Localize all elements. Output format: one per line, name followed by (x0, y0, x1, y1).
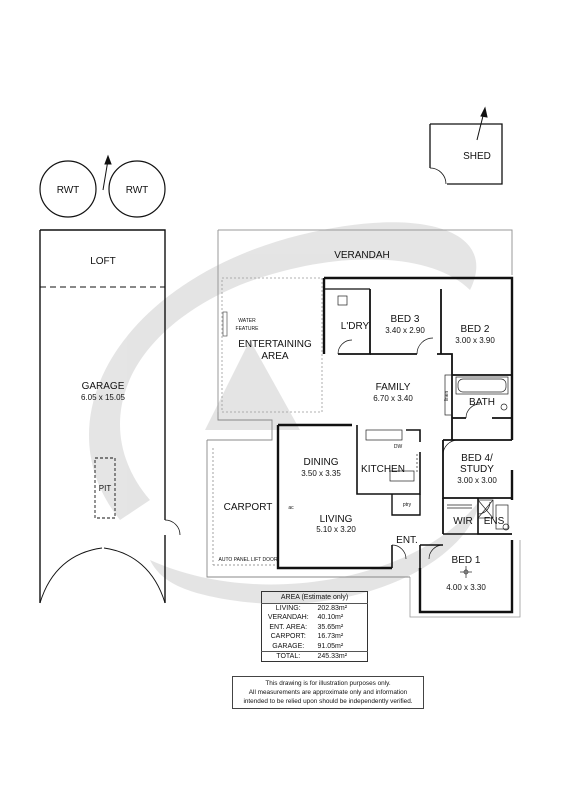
loft-label: LOFT (90, 256, 116, 267)
shed-label: SHED (463, 151, 491, 162)
bed1-dims: 4.00 x 3.30 (446, 583, 486, 592)
water-feature (222, 311, 228, 337)
water-feature-line2: FEATURE (236, 326, 260, 332)
entertaining-label-2: AREA (261, 351, 289, 362)
verandah-label: VERANDAH (334, 250, 390, 261)
auto-panel-label: AUTO PANEL LIFT DOOR (219, 557, 278, 563)
pit-label: PIT (99, 484, 112, 493)
entertaining-area (221, 277, 323, 413)
carport (206, 412, 410, 578)
garage-label: GARAGE (82, 381, 125, 392)
ac-label: ac (288, 505, 294, 511)
table-row: GARAGE:91.05m² (272, 642, 344, 650)
garage-dims: 6.05 x 15.05 (81, 393, 126, 402)
shed (429, 123, 503, 185)
living-label: LIVING (320, 514, 353, 525)
linen-label: linen (444, 391, 450, 402)
disclaimer-line-3: intended to be relied upon should be ind… (243, 698, 413, 705)
family-label: FAMILY (376, 382, 411, 393)
bed4-dims: 3.00 x 3.00 (457, 476, 497, 485)
rwt-left-tank (39, 160, 97, 218)
disclaimer-line-1: This drawing is for illustration purpose… (265, 680, 391, 687)
table-row-total: TOTAL:245.33m² (261, 651, 368, 662)
bed3-label: BED 3 (391, 314, 420, 325)
wir-label: WIR (453, 516, 472, 527)
watermark (88, 222, 480, 604)
dining-label: DINING (304, 457, 339, 468)
bed2-label: BED 2 (461, 324, 490, 335)
ent-label: ENT. (396, 535, 418, 546)
garage (39, 229, 181, 604)
table-row: CARPORT:16.73m² (270, 633, 344, 641)
table-row: VERANDAH:40.10m² (267, 614, 344, 622)
dining-dims: 3.50 x 3.35 (301, 469, 341, 478)
water-feature-line1: WATER (238, 318, 256, 324)
bed4-label-1: BED 4/ (461, 453, 493, 464)
door-swings (337, 337, 491, 560)
north-arrow-icon (476, 106, 488, 141)
entertaining-label-1: ENTERTAINING (238, 339, 312, 350)
living-dims: 5.10 x 3.20 (316, 525, 356, 534)
fixtures (337, 295, 510, 578)
bath-label: BATH (469, 397, 495, 408)
bed3-dims: 3.40 x 2.90 (385, 326, 425, 335)
area-table: AREA (Estimate only) LIVING:202.83m² VER… (261, 591, 368, 663)
table-row: ENT. AREA:35.65m² (269, 623, 344, 631)
table-row: LIVING:202.83m² (275, 605, 348, 612)
disclaimer: This drawing is for illustration purpose… (232, 676, 424, 709)
north-arrow-icon (102, 154, 112, 191)
rwt-left-label: RWT (57, 185, 80, 196)
kitchen-label: KITCHEN (361, 464, 405, 475)
house-walls (276, 276, 514, 614)
rwt-right-tank (108, 160, 166, 218)
ens-label: ENS (484, 516, 505, 527)
area-table-title: AREA (Estimate only) (261, 591, 368, 604)
carport-label: CARPORT (224, 502, 273, 513)
family-dims: 6.70 x 3.40 (373, 394, 413, 403)
dw-label: DW (394, 444, 403, 450)
bed2-dims: 3.00 x 3.90 (455, 336, 495, 345)
disclaimer-line-2: All measurements are approximate only an… (248, 689, 408, 696)
bed4-label-2: STUDY (460, 464, 494, 475)
rwt-right-label: RWT (126, 185, 149, 196)
bed1-label: BED 1 (452, 555, 481, 566)
verandah-outline (218, 229, 513, 275)
ldry-label: L'DRY (341, 321, 370, 332)
pantry-label: ptry (403, 502, 412, 508)
